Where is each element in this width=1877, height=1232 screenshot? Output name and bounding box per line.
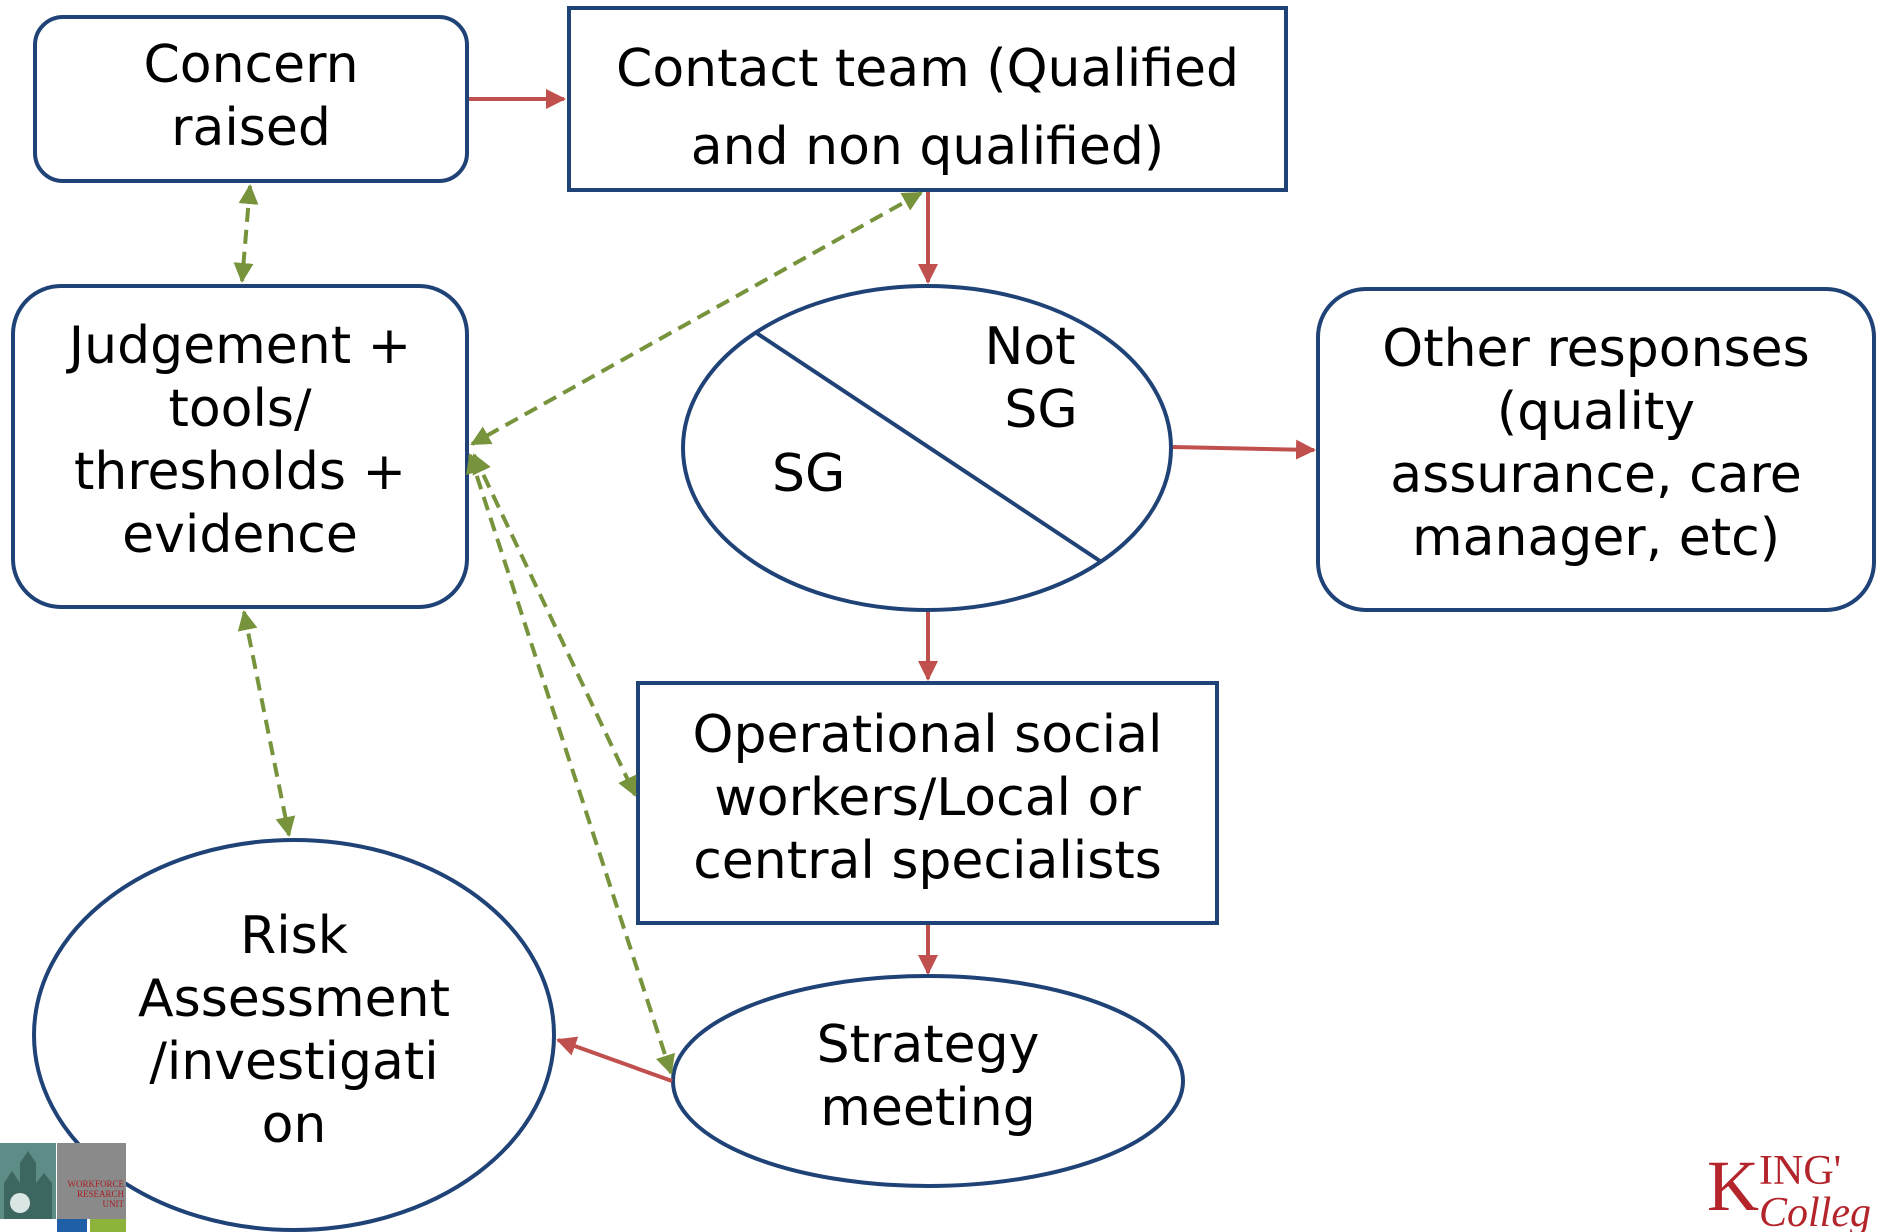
strategy-line-1: Strategy xyxy=(816,1015,1040,1075)
other-responses-label: Other responses (quality assurance, care… xyxy=(1318,318,1874,570)
kings-logo-k: K xyxy=(1707,1150,1759,1226)
other-line-4: manager, etc) xyxy=(1411,508,1781,568)
operational-line-1: Operational social xyxy=(692,705,1163,765)
other-responses-box xyxy=(1316,287,1876,612)
operational-line-3: central specialists xyxy=(693,831,1162,891)
kings-college-logo: K ING' Colleg xyxy=(1707,1150,1877,1232)
logo-text-research: RESEARCH xyxy=(76,1189,124,1199)
strategy-meeting-ellipse xyxy=(671,974,1185,1188)
contact-team-box xyxy=(567,6,1288,192)
link-judgement-risk xyxy=(237,610,296,837)
link-judgement-operational xyxy=(472,453,637,797)
contact-line-2: and non qualified) xyxy=(690,117,1165,177)
other-line-1: Other responses xyxy=(1382,319,1810,379)
link-judgement-strategy xyxy=(466,453,675,1075)
judgement-line-3: thresholds + xyxy=(73,442,407,502)
not-sg-line-2: SG xyxy=(1004,380,1078,440)
not-sg-label: Not SG xyxy=(960,316,1100,442)
logo-text-workforce: WORKFORCE xyxy=(67,1179,124,1189)
arrow-decision-to-other xyxy=(1172,439,1316,460)
risk-assessment-label: Risk Assessment /investigati on xyxy=(94,905,494,1157)
concern-raised-label: Concern raised xyxy=(35,34,467,160)
operational-label: Operational social workers/Local or cent… xyxy=(638,704,1217,893)
risk-line-1: Risk xyxy=(240,906,348,966)
strategy-line-2: meeting xyxy=(820,1078,1036,1138)
concern-raised-box xyxy=(33,15,469,183)
operational-box xyxy=(636,681,1219,925)
judgement-line-1: Judgement + xyxy=(68,316,412,376)
judgement-label: Judgement + tools/ thresholds + evidence xyxy=(13,315,467,567)
sg-label: SG xyxy=(772,444,846,504)
contact-line-1: Contact team (Qualified xyxy=(616,39,1239,99)
kings-logo-college: Colleg xyxy=(1759,1190,1871,1232)
link-concern-judgement xyxy=(233,184,259,283)
logo-text-unit: UNIT xyxy=(102,1199,125,1209)
concern-line-1: Concern xyxy=(143,35,359,95)
kings-logo-ing: ING' xyxy=(1759,1150,1842,1194)
other-line-2: (quality xyxy=(1496,382,1696,442)
risk-line-3: /investigati xyxy=(149,1032,439,1092)
judgement-line-4: evidence xyxy=(122,505,358,565)
strategy-meeting-label: Strategy meeting xyxy=(673,1014,1183,1140)
judgement-line-2: tools/ xyxy=(168,379,312,439)
concern-line-2: raised xyxy=(171,98,331,158)
contact-team-label: Contact team (Qualified and non qualifie… xyxy=(569,30,1286,186)
arrow-strategy-to-risk xyxy=(556,1036,673,1083)
workforce-research-unit-logo: WORKFORCE RESEARCH UNIT xyxy=(0,1143,126,1232)
risk-line-4: on xyxy=(261,1095,327,1155)
link-contact-judgement xyxy=(470,191,923,446)
judgement-box xyxy=(11,284,469,609)
not-sg-line-1: Not xyxy=(984,317,1076,377)
other-line-3: assurance, care xyxy=(1390,445,1802,505)
risk-line-2: Assessment xyxy=(138,969,450,1029)
operational-line-2: workers/Local or xyxy=(714,768,1141,828)
